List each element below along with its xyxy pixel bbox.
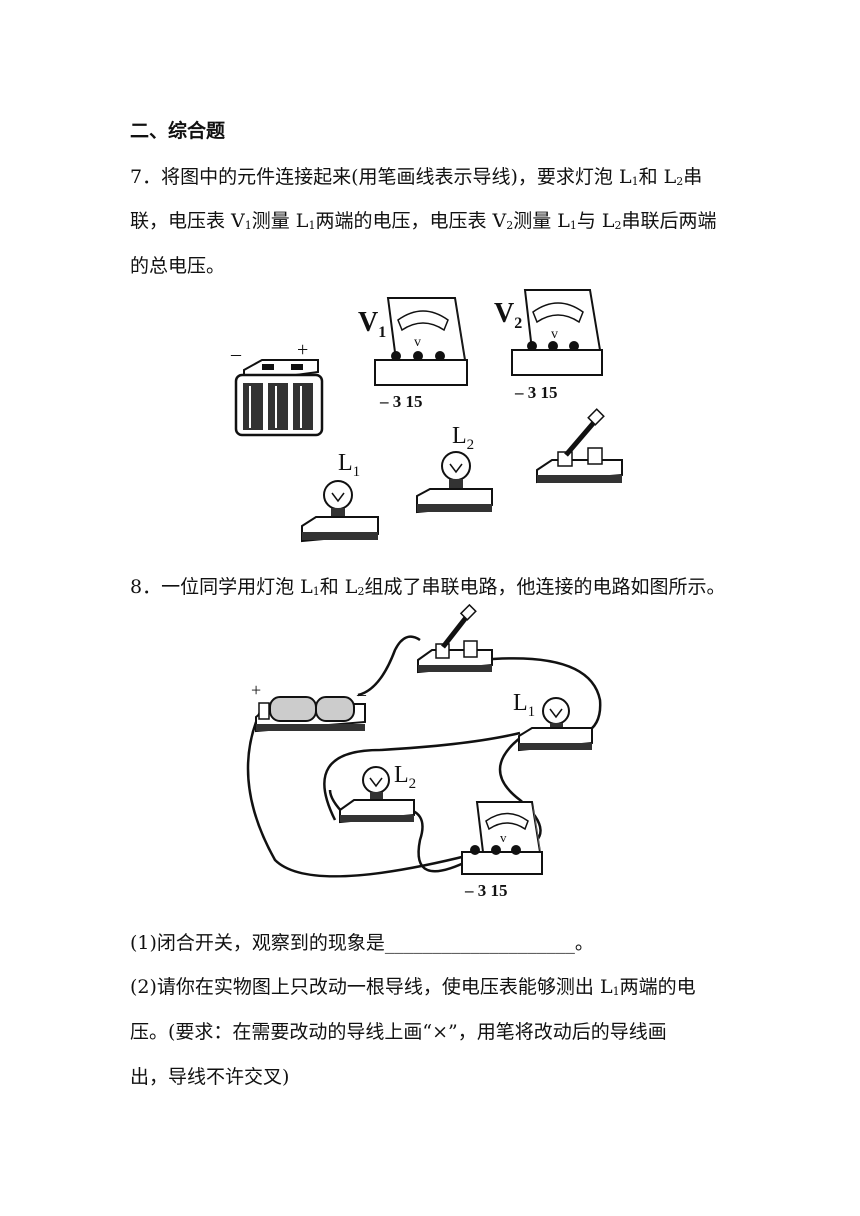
- v1-terminals-label: – 3 15: [379, 392, 423, 411]
- q8-number: 8．: [130, 576, 162, 598]
- v2-terminals-label: – 3 15: [514, 383, 558, 402]
- svg-text:L2: L2: [394, 762, 416, 792]
- battery-minus-label: –: [230, 343, 242, 365]
- q7-text: 两端的电压，电压表 V: [315, 210, 507, 232]
- q7-line-3: 的总电压。: [130, 255, 226, 277]
- q8-line-1: 8．一位同学用灯泡 L1和 L2组成了串联电路，他连接的电路如图所示。: [130, 572, 740, 599]
- switch-icon: [417, 603, 493, 674]
- svg-text:V1: V1: [358, 307, 386, 341]
- q8-text: 一位同学用灯泡 L: [161, 576, 313, 598]
- switch-icon: [536, 408, 623, 484]
- q7-text: 测量 L: [513, 210, 570, 232]
- q7-text: 和 L: [638, 166, 677, 188]
- subscript: 2: [676, 175, 684, 188]
- q7-text: 将图中的元件连接起来(用笔画线表示导线)，要求灯泡 L: [161, 166, 632, 188]
- svg-text:L1: L1: [513, 690, 535, 720]
- voltmeter-icon: v – 3 15: [461, 801, 543, 900]
- q7-text: 联，电压表 V: [130, 210, 245, 232]
- q7-text: 串: [683, 166, 703, 188]
- circuit-wires: [246, 635, 602, 878]
- svg-text:L1: L1: [338, 450, 360, 480]
- bulb-l1-icon: L1: [513, 690, 593, 752]
- battery-holder-icon: + –: [251, 680, 367, 733]
- voltmeter-v1-icon: V1 v – 3 15: [358, 297, 468, 411]
- subscript: 1: [312, 585, 320, 598]
- meter-symbol: v: [414, 335, 421, 350]
- q7-line-2: 联，电压表 V1测量 L1两端的电压，电压表 V2测量 L1与 L2串联后两端: [130, 206, 740, 233]
- q7-text: 与 L: [576, 210, 615, 232]
- svg-text:V2: V2: [494, 298, 522, 332]
- subscript: 2: [357, 585, 365, 598]
- q8-part-4: 出，导线不许交叉): [130, 1066, 290, 1088]
- q8-text: 组成了串联电路，他连接的电路如图所示。: [364, 576, 726, 598]
- voltmeter-v2-icon: V2 v – 3 15: [494, 289, 603, 402]
- subscript: 1: [612, 985, 620, 998]
- battery-minus-label: –: [356, 684, 367, 704]
- q8-part-text: (2)请你在实物图上只改动一根导线，使电压表能够测出 L: [130, 976, 613, 998]
- battery-plus-label: +: [251, 680, 261, 700]
- subscript: 1: [569, 219, 577, 232]
- meter-symbol: v: [500, 830, 507, 845]
- subscript: 2: [614, 219, 622, 232]
- q7-line-1: 7．将图中的元件连接起来(用笔画线表示导线)，要求灯泡 L1和 L2串: [130, 162, 740, 189]
- battery-plus-label: +: [297, 339, 308, 361]
- subscript: 2: [506, 219, 514, 232]
- section-title: 二、综合题: [130, 120, 226, 142]
- q8-part-2: (2)请你在实物图上只改动一根导线，使电压表能够测出 L1两端的电: [130, 972, 740, 999]
- q8-part-3: 压。(要求：在需要改动的导线上画“×”，用笔将改动后的导线画: [130, 1021, 667, 1043]
- svg-text:L2: L2: [452, 423, 474, 453]
- q7-text: 测量 L: [251, 210, 309, 232]
- q7-text: 串联后两端: [621, 210, 717, 232]
- meter-symbol: v: [551, 327, 558, 342]
- subscript: 1: [631, 175, 639, 188]
- q8-text: 和 L: [319, 576, 358, 598]
- bulb-l2-icon: L2: [339, 762, 416, 824]
- battery-icon: – +: [230, 339, 324, 437]
- bulb-l2-icon: L2: [416, 423, 493, 514]
- bulb-l1-icon: L1: [301, 450, 379, 543]
- q8-part-1: (1)闭合开关，观察到的现象是____________________。: [130, 932, 594, 954]
- q7-number: 7．: [130, 166, 162, 188]
- subscript: 1: [244, 219, 252, 232]
- voltmeter-terminals-label: – 3 15: [464, 881, 508, 900]
- q8-part-text: 两端的电: [619, 976, 696, 998]
- subscript: 1: [308, 219, 316, 232]
